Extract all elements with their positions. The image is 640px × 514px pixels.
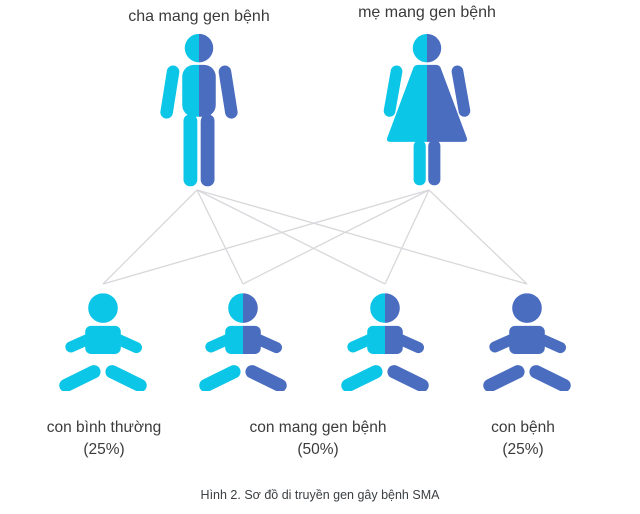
- child-carrier2-left-half: [339, 293, 385, 391]
- line-father-child2: [196, 189, 244, 285]
- child-affected-fill: [481, 293, 573, 391]
- line-mother-child3: [384, 189, 430, 285]
- outcome-normal-label: con bình thường: [46, 419, 162, 436]
- outcome-carrier-label: con mang gen bệnh: [249, 419, 387, 436]
- line-father-child4: [196, 189, 528, 285]
- father-icon-left-half: [159, 33, 199, 187]
- mother-icon: [382, 33, 472, 186]
- father-label: cha mang gen bệnh: [128, 8, 270, 25]
- mother-label: mẹ mang gen bệnh: [358, 4, 496, 21]
- line-mother-child2: [242, 189, 430, 285]
- child-affected-icon: [481, 293, 573, 391]
- outcome-affected-label: con bệnh: [491, 419, 555, 436]
- child-carrier1-right-half: [243, 293, 289, 391]
- child-carrier-icon-2: [339, 293, 431, 391]
- child-carrier2-right-half: [385, 293, 431, 391]
- mother-icon-left-half: [382, 33, 427, 186]
- figure-caption: Hình 2. Sơ đồ di truyền gen gây bệnh SMA: [200, 488, 440, 502]
- father-icon: [159, 33, 239, 187]
- line-mother-child1: [102, 189, 430, 285]
- outcome-carrier-percent: (50%): [297, 441, 339, 458]
- outcome-normal-percent: (25%): [83, 441, 125, 458]
- child-normal-icon: [57, 293, 149, 391]
- father-icon-right-half: [199, 33, 239, 187]
- mother-icon-right-half: [427, 33, 472, 186]
- outcome-normal: con bình thường (25%): [47, 417, 161, 461]
- line-father-child3: [196, 189, 386, 285]
- outcome-affected-percent: (25%): [502, 441, 544, 458]
- child-carrier-icon-1: [197, 293, 289, 391]
- child-carrier1-left-half: [197, 293, 243, 391]
- outcome-carrier: con mang gen bệnh (50%): [249, 417, 386, 461]
- line-father-child1: [102, 189, 198, 285]
- line-mother-child4: [428, 189, 528, 285]
- outcome-affected: con bệnh (25%): [491, 417, 555, 461]
- child-normal-fill: [57, 293, 149, 391]
